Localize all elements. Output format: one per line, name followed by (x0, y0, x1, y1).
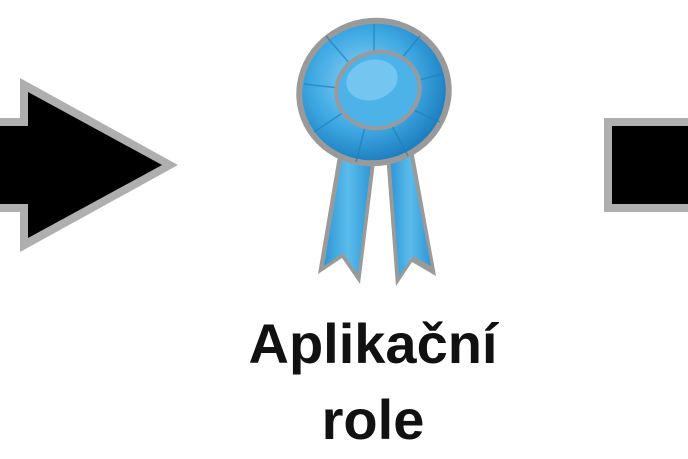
rosette-badge (296, 17, 452, 167)
node-label-line2: role (321, 388, 425, 451)
outgoing-arrow-icon (604, 118, 688, 212)
node-label-line1: Aplikační (248, 312, 498, 375)
incoming-arrow-icon (0, 78, 178, 252)
ribbon-tails (318, 144, 436, 286)
award-rosette-icon (296, 17, 452, 286)
